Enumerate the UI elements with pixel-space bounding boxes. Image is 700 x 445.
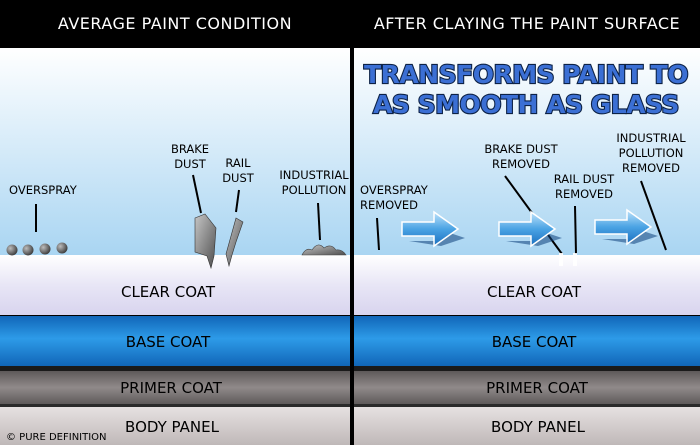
industrial-removed-label-line-3: REMOVED xyxy=(622,161,680,175)
overspray-removed-label-line-2: REMOVED xyxy=(360,198,418,212)
left-panel-heading: AVERAGE PAINT CONDITION xyxy=(58,14,292,33)
industrial-removed-label-line-2: POLLUTION xyxy=(619,146,684,160)
rail-dust-removed-label-line-2: REMOVED xyxy=(555,187,613,201)
right-arrow-icon xyxy=(498,210,562,248)
overspray-removed-pointer xyxy=(376,217,380,251)
base-coat-label-right: BASE COAT xyxy=(492,333,577,351)
clear-coat-label-right: CLEAR COAT xyxy=(487,283,582,301)
body-panel-label-left: BODY PANEL xyxy=(125,418,220,436)
right-arrow-icon xyxy=(401,210,465,248)
industrial-pollution-pointer xyxy=(317,202,321,241)
right-panel-heading: AFTER CLAYING THE PAINT SURFACE xyxy=(374,14,680,33)
primer-coat-label-right: PRIMER COAT xyxy=(486,379,589,397)
overspray-particles xyxy=(6,242,68,256)
brake-dust-pointer xyxy=(192,174,202,214)
brake-dust-removed-label-line-2: REMOVED xyxy=(492,157,550,171)
industrial-pollution-label-line-2: POLLUTION xyxy=(282,183,347,197)
right-arrow-icon xyxy=(594,208,658,246)
rail-dust-pointer xyxy=(235,189,240,213)
rail-dust-label-line-1: RAIL xyxy=(225,156,251,170)
body-panel-label-right: BODY PANEL xyxy=(491,418,586,436)
brake-dust-label-line-1: BRAKE xyxy=(171,142,209,156)
residue-mark xyxy=(559,253,563,266)
industrial-removed-pointer xyxy=(640,180,667,251)
headline-line-1: TRANSFORMS PAINT TO xyxy=(364,60,688,89)
base-coat-label-left: BASE COAT xyxy=(126,333,211,351)
brake-dust-particle xyxy=(194,213,217,270)
brake-dust-removed-label-line-1: BRAKE DUST xyxy=(484,142,558,156)
primer-coat-label-left: PRIMER COAT xyxy=(120,379,223,397)
industrial-pollution-particle xyxy=(301,244,347,256)
brake-dust-label-line-2: DUST xyxy=(174,157,207,171)
rail-dust-removed-pointer xyxy=(574,205,577,255)
clear-coat-label-left: CLEAR COAT xyxy=(121,283,216,301)
residue-mark xyxy=(573,253,577,266)
rail-dust-particle xyxy=(225,217,244,268)
rail-dust-label-line-2: DUST xyxy=(222,171,255,185)
overspray-label: OVERSPRAY xyxy=(9,183,78,197)
overspray-removed-label-line-1: OVERSPRAY xyxy=(360,183,429,197)
industrial-pollution-label-line-1: INDUSTRIAL xyxy=(279,168,349,182)
panel-divider xyxy=(350,0,354,445)
copyright-text: © PURE DEFINITION xyxy=(6,432,107,443)
rail-dust-removed-label-line-1: RAIL DUST xyxy=(554,172,615,186)
headline-line-2: AS SMOOTH AS GLASS xyxy=(373,90,679,119)
industrial-removed-label-line-1: INDUSTRIAL xyxy=(616,131,686,145)
